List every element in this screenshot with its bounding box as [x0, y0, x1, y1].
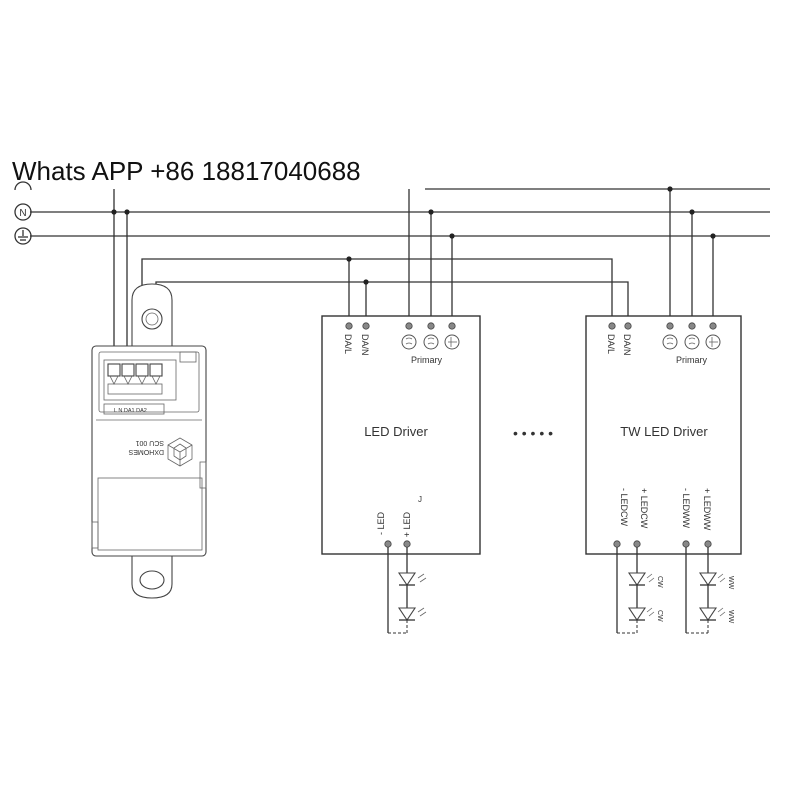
- tw-led-driver: DA/L DA/N Primary TW LED Driver - LEDCW …: [585, 315, 742, 555]
- cw-led-label-1: CW: [656, 576, 663, 588]
- driver2-neutral-symbol: [684, 334, 700, 350]
- driver1-mark: J: [418, 495, 422, 504]
- module-model-text: SCU 001: [135, 439, 164, 446]
- driver2-cw-minus-label: - LEDCW: [619, 488, 629, 527]
- neutral-label: N: [19, 208, 26, 219]
- driver1-earth-symbol: [444, 334, 460, 350]
- driver2-earth-symbol: [705, 334, 721, 350]
- ww-led-label-1: WW: [727, 576, 734, 590]
- dali-control-module: L N DA1 DA2 DXHOMES SCU 001: [91, 283, 207, 599]
- driver1-led-minus-label: - LED: [376, 512, 386, 536]
- neutral-line-symbol: N: [14, 203, 32, 221]
- driver-series-ellipsis: • • • • •: [513, 425, 553, 441]
- module-terminal-labels: L N DA1 DA2: [114, 408, 147, 414]
- earth-line-symbol: [14, 227, 32, 245]
- driver1-dali-l-label: DA/L: [343, 334, 353, 354]
- cw-led-label-2: CW: [656, 610, 663, 622]
- driver1-led-plus-label: + LED: [402, 512, 412, 538]
- driver2-ww-plus-label: + LEDWW: [702, 488, 712, 531]
- junction-dots: [111, 186, 716, 285]
- tw-led-driver-box: [585, 315, 742, 555]
- mains-bus: N: [14, 181, 770, 245]
- driver2-dali-n-label: DA/N: [622, 334, 632, 356]
- led-string-driver1: [387, 547, 427, 634]
- driver2-cw-plus-label: + LEDCW: [639, 488, 649, 529]
- driver1-neutral-symbol: [423, 334, 439, 350]
- led-driver-title: LED Driver: [364, 424, 428, 439]
- driver1-primary-label: Primary: [411, 355, 442, 365]
- driver2-feed-wires: [669, 189, 714, 326]
- driver2-live-symbol: [662, 334, 678, 350]
- driver1-live-symbol: [401, 334, 417, 350]
- module-terminals: [107, 363, 163, 395]
- module-brand-text: DXHOMES: [128, 448, 164, 455]
- live-line-symbol: [14, 181, 32, 191]
- driver2-primary-label: Primary: [676, 355, 707, 365]
- led-driver-box: [321, 315, 481, 555]
- tw-led-driver-title: TW LED Driver: [620, 424, 708, 439]
- driver2-ww-minus-label: - LEDWW: [681, 488, 691, 529]
- watermark-text: Whats APP +86 18817040688: [12, 156, 361, 186]
- led-driver: DA/L DA/N Primary LED Driver - LED + LED…: [321, 315, 481, 555]
- led-string-ww: WW WW: [685, 547, 734, 634]
- driver1-feed-wires: [348, 189, 453, 326]
- led-string-cw: CW CW: [616, 547, 663, 634]
- module-logo: [167, 437, 193, 467]
- ww-led-label-2: WW: [727, 610, 734, 624]
- driver1-dali-n-label: DA/N: [360, 334, 370, 356]
- driver2-dali-l-label: DA/L: [606, 334, 616, 354]
